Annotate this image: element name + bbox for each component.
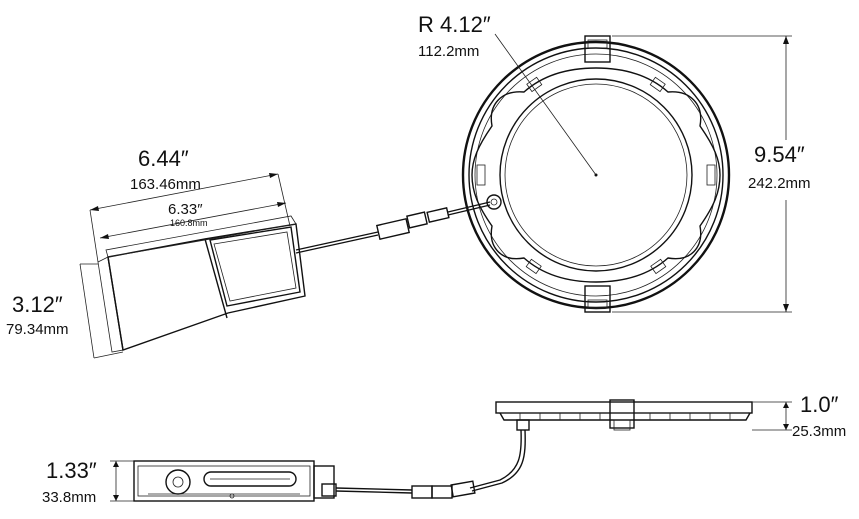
radius-imperial-label: R 4.12″ xyxy=(418,12,491,37)
radius-metric-label: 112.2mm xyxy=(418,43,479,60)
box-thickness-imperial-label: 1.33″ xyxy=(46,458,97,483)
box-length-inner-metric-label: 160.8mm xyxy=(170,218,208,228)
box-length-outer-imperial-label: 6.44″ xyxy=(138,146,189,171)
ring-height-imperial-label: 9.54″ xyxy=(754,142,805,167)
fixture-side-view xyxy=(411,399,792,499)
box-thickness-metric-label: 33.8mm xyxy=(42,489,96,506)
box-length-outer-metric-label: 163.46mm xyxy=(130,176,201,193)
fixture-thickness-metric-label: 25.3mm xyxy=(792,423,846,440)
box-width-imperial-label: 3.12″ xyxy=(12,292,63,317)
fixture-thickness-imperial-label: 1.0″ xyxy=(800,392,839,417)
box-width-metric-label: 79.34mm xyxy=(6,321,69,338)
junction-box-side-view xyxy=(110,460,413,502)
junction-box-top-view xyxy=(79,173,491,359)
box-length-inner-imperial-label: 6.33″ xyxy=(168,201,203,218)
ring-height-metric-label: 242.2mm xyxy=(748,175,811,192)
ring-top-view xyxy=(461,33,792,313)
